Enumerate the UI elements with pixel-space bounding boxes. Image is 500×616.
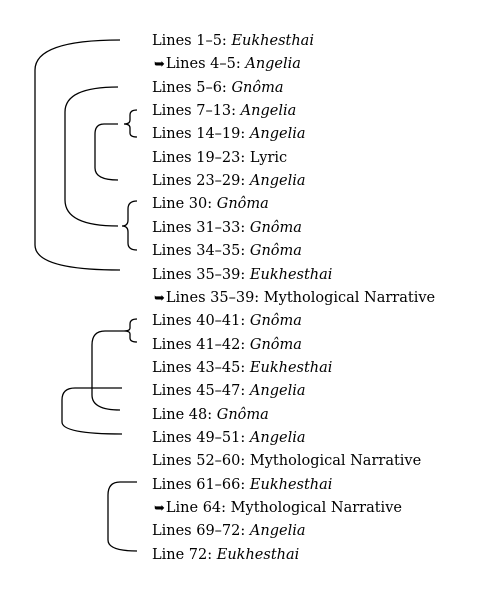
entry-genre: Eukhesthai [249,476,333,493]
bracket-gnoma-lower [91,330,124,411]
entry-genre: Angelia [249,126,306,143]
entry-lines: Lines 41–42: [152,336,250,353]
entry-lines: Lines 7–13: [152,103,241,120]
entry-row: Lines 34–35: Gnôma [152,241,302,261]
entry-row: Lines 31–33: Gnôma [152,218,302,238]
sub-arrow-icon: ➥ [154,501,165,516]
entry-genre: Angelia [249,429,306,446]
entry-lines: Lines 69–72: [152,523,250,540]
brace-40-42 [123,318,138,343]
entry-row: Line 48: Gnôma [152,405,269,425]
entry-lines: Lines 31–33: [152,219,250,236]
entry-row: Lines 49–51: Angelia [152,428,305,448]
entry-genre: Eukhesthai [216,546,300,563]
entry-row: Lines 45–47: Angelia [152,381,305,401]
bracket-angelia-lower [61,387,123,435]
entry-row: Line 72: Eukhesthai [152,545,299,565]
entry-genre: Mythological Narrative [263,289,436,306]
entry-lines: Lines 52–60: [152,453,250,470]
sub-arrow-icon: ➥ [154,290,165,306]
entry-lines: Lines 23–29: [152,173,250,190]
entry-lines: Line 30: [152,196,217,213]
entry-genre: Mythological Narrative [230,500,402,516]
bracket-angelia [94,123,119,181]
bracket-gnoma [64,86,119,227]
entry-lines: Lines 19–23: [152,149,250,166]
entry-lines: Lines 40–41: [152,313,250,330]
entry-genre: Angelia [249,523,306,540]
entry-row: Lines 35–39: Eukhesthai [152,265,332,285]
entry-genre: Gnôma [249,219,302,236]
entry-row: Lines 41–42: Gnôma [152,335,302,355]
entry-lines: Lines 14–19: [152,126,250,143]
sub-arrow-icon: ➥ [154,57,165,73]
entry-row: Line 30: Gnôma [152,194,269,214]
entry-genre: Gnôma [249,336,302,353]
bracket-outer [34,39,121,271]
entry-row: Lines 69–72: Angelia [152,521,305,541]
entry-row: Lines 23–29: Angelia [152,171,305,191]
entry-genre: Gnôma [249,313,302,330]
entry-genre: Eukhesthai [249,359,333,376]
entry-lines: Lines 4–5: [165,56,246,73]
entry-row: Lines 40–41: Gnôma [152,311,302,331]
entry-genre: Angelia [249,383,306,400]
entry-lines: Lines 5–6: [152,79,232,96]
entry-row: Lines 61–66: Eukhesthai [152,475,332,495]
entry-lines: Lines 35–39: [165,289,264,306]
entry-lines: Lines 35–39: [152,266,250,283]
entry-genre: Eukhesthai [249,266,333,283]
entry-row: Lines 43–45: Eukhesthai [152,358,332,378]
entry-row: Lines 1–5: Eukhesthai [152,31,314,51]
entry-lines: Lines 45–47: [152,383,250,400]
entry-lines: Lines 61–66: [152,476,250,493]
entry-lines: Line 72: [152,546,217,563]
sub-entry: ➥Lines 35–39: Mythological Narrative [154,288,435,309]
entry-genre: Eukhesthai [231,33,314,49]
entry-row: Lines 14–19: Angelia [152,124,305,144]
entry-lines: Lines 1–5: [152,33,232,49]
entry-row: Lines 52–60: Mythological Narrative [152,451,421,471]
entry-lines: Lines 34–35: [152,243,250,260]
bracket-eukhesthai-lower [107,481,138,552]
entry-genre: Gnôma [231,79,284,96]
entry-lines: Lines 49–51: [152,429,250,446]
sub-entry: ➥Line 64: Mythological Narrative [154,498,402,519]
brace-30-35 [121,200,138,251]
entry-genre: Lyric [249,149,288,166]
entry-genre: Gnôma [216,196,269,213]
entry-genre: Gnôma [249,243,302,260]
entry-row: Lines 19–23: Lyric [152,148,287,168]
entry-lines: Line 48: [152,406,217,423]
entry-genre: Gnôma [216,406,269,423]
brace-7-19 [123,109,138,138]
entry-lines: Line 64: [165,500,231,516]
sub-entry: ➥Lines 4–5: Angelia [154,54,301,75]
entry-genre: Angelia [245,56,301,73]
entry-lines: Lines 43–45: [152,359,250,376]
entry-row: Lines 5–6: Gnôma [152,78,283,98]
entry-row: Lines 7–13: Angelia [152,101,296,121]
entry-genre: Angelia [249,173,306,190]
entry-genre: Mythological Narrative [249,453,422,470]
entry-genre: Angelia [240,103,297,120]
